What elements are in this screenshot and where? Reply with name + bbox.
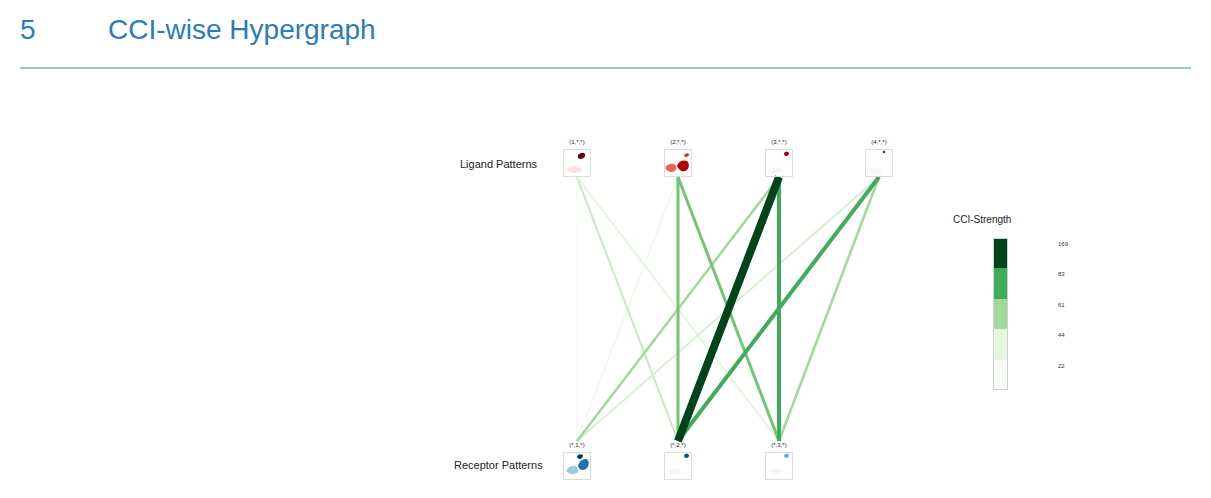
cci-link	[678, 177, 779, 441]
receptor-thumbnail	[667, 454, 689, 475]
cci-link	[677, 177, 680, 441]
cci-link	[577, 177, 779, 441]
legend-value: 44	[1058, 332, 1065, 338]
pattern-node: (*,3,*)	[765, 441, 793, 480]
cci-link	[577, 177, 879, 441]
section-title: CCI-wise Hypergraph	[108, 14, 376, 46]
pattern-node: (4,*,*)	[865, 138, 893, 177]
ligand-thumbnail	[665, 153, 689, 172]
ligand-thumbnail	[566, 153, 585, 173]
pattern-frame	[563, 452, 591, 480]
pattern-frame	[664, 452, 692, 480]
cci-link	[577, 177, 678, 441]
pattern-label: (3,*,*)	[771, 138, 786, 149]
pattern-frame	[765, 149, 793, 177]
cci-link	[577, 177, 578, 441]
pattern-label: (*,1,*)	[569, 441, 584, 452]
pattern-label: (*,3,*)	[771, 441, 786, 452]
pattern-frame	[664, 149, 692, 177]
section-number: 5	[20, 14, 36, 46]
legend-swatch	[993, 268, 1008, 298]
ligand-thumbnail	[768, 152, 789, 174]
receptor-thumbnail	[566, 454, 589, 474]
pattern-node: (2,*,*)	[664, 138, 692, 177]
receptor-thumbnail	[768, 454, 789, 475]
pattern-label: (1,*,*)	[569, 138, 584, 149]
row-label: Receptor Patterns	[454, 459, 543, 471]
legend-title: CCI-Strength	[953, 214, 1011, 225]
pattern-node: (1,*,*)	[563, 138, 591, 177]
legend-swatch	[993, 329, 1008, 359]
legend-value: 169	[1058, 241, 1068, 247]
legend-swatch	[993, 360, 1008, 390]
pattern-label: (2,*,*)	[670, 138, 685, 149]
row-label: Ligand Patterns	[460, 158, 537, 170]
pattern-frame	[765, 452, 793, 480]
legend-value: 61	[1058, 302, 1065, 308]
pattern-node: (*,2,*)	[664, 441, 692, 480]
cci-link	[678, 177, 879, 441]
pattern-frame	[563, 149, 591, 177]
pattern-label: (*,2,*)	[670, 441, 685, 452]
ligand-thumbnail	[868, 151, 885, 174]
pattern-label: (4,*,*)	[871, 138, 886, 149]
pattern-node: (*,1,*)	[563, 441, 591, 480]
pattern-frame	[865, 149, 893, 177]
legend-value: 22	[1058, 363, 1065, 369]
heading-rule	[20, 68, 1191, 69]
legend-swatch	[993, 299, 1008, 329]
cci-link	[678, 177, 779, 441]
cci-link	[779, 177, 879, 441]
legend-swatch	[993, 238, 1008, 268]
legend-value: 83	[1058, 271, 1065, 277]
cci-link	[577, 177, 779, 441]
pattern-node: (3,*,*)	[765, 138, 793, 177]
cci-link	[577, 177, 678, 441]
